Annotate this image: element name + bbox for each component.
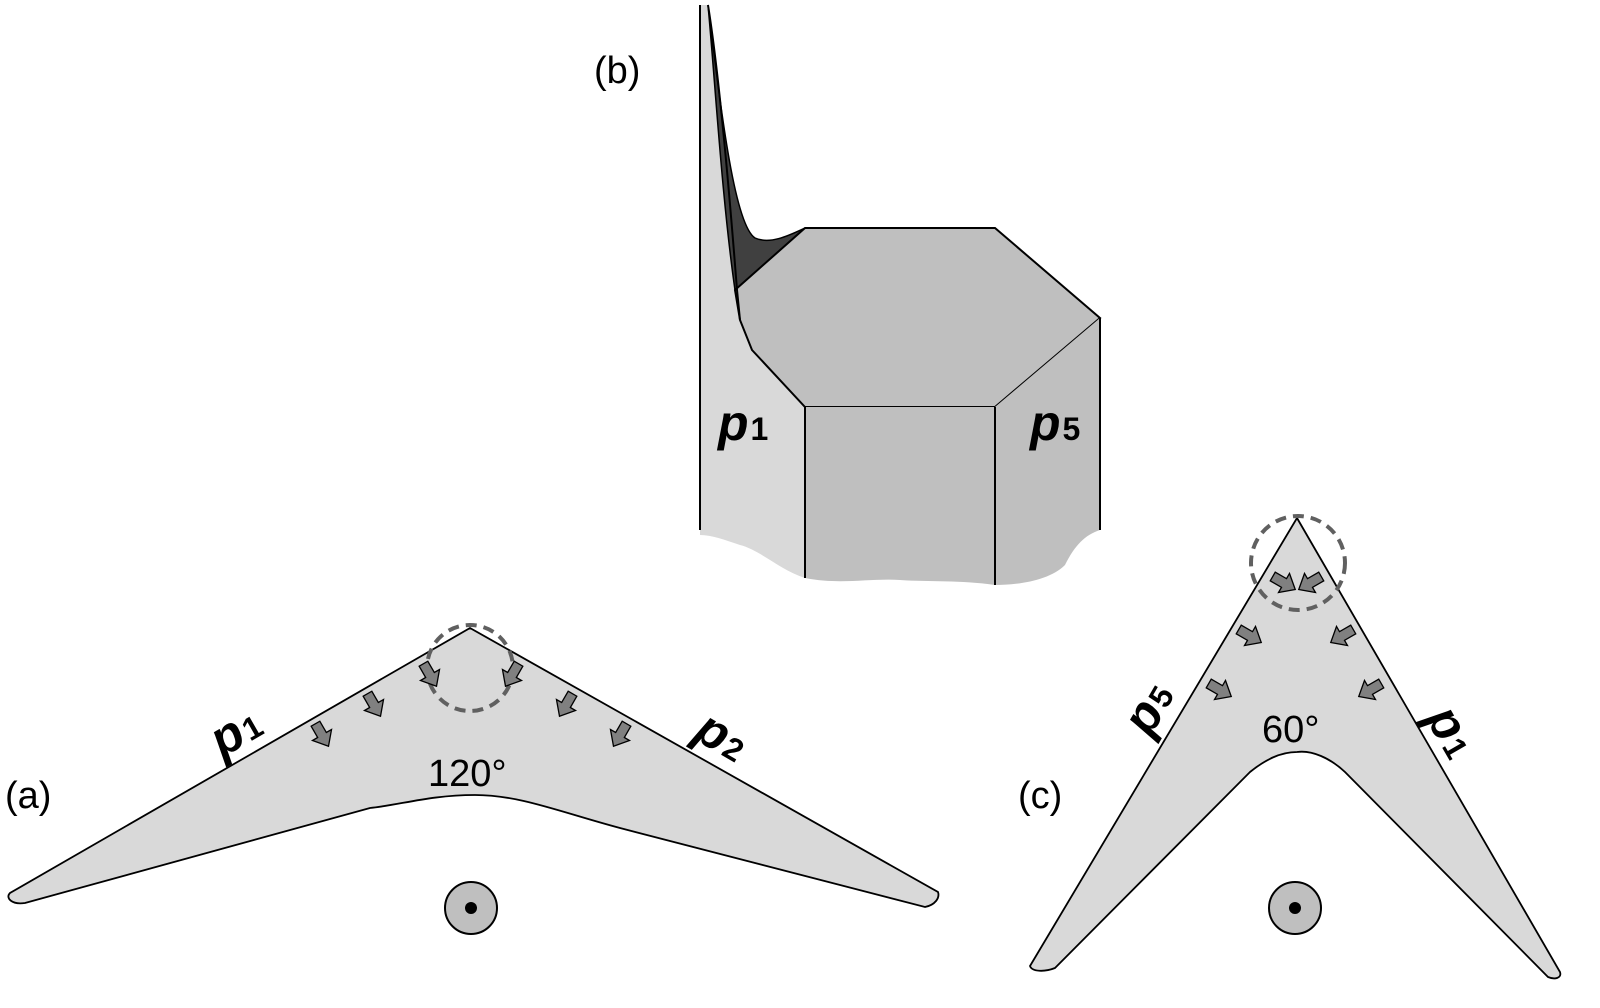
right-face-p5 (995, 318, 1100, 585)
panel-a-120: (a) 120° p1 p2 (5, 623, 940, 935)
panel-c-label: (c) (1018, 775, 1062, 817)
left-face-p1 (700, 5, 805, 578)
angle-label: 120° (428, 753, 507, 795)
crystal-shape (7, 626, 940, 908)
crystal-shape (1029, 516, 1562, 980)
panel-c-60: (c) 60° p5 p1 (1018, 514, 1562, 980)
panel-b-prism: (b) p1 p5 (594, 4, 1102, 585)
angle-label: 60° (1262, 709, 1319, 751)
face-label-p1: p1 (716, 395, 768, 451)
panel-b-label: (b) (594, 50, 640, 92)
dashed-circle (1249, 514, 1347, 612)
face-label-p5: p5 (1028, 395, 1080, 451)
dark-spike (707, 4, 806, 292)
panel-a-label: (a) (5, 775, 51, 817)
front-face (805, 407, 995, 585)
